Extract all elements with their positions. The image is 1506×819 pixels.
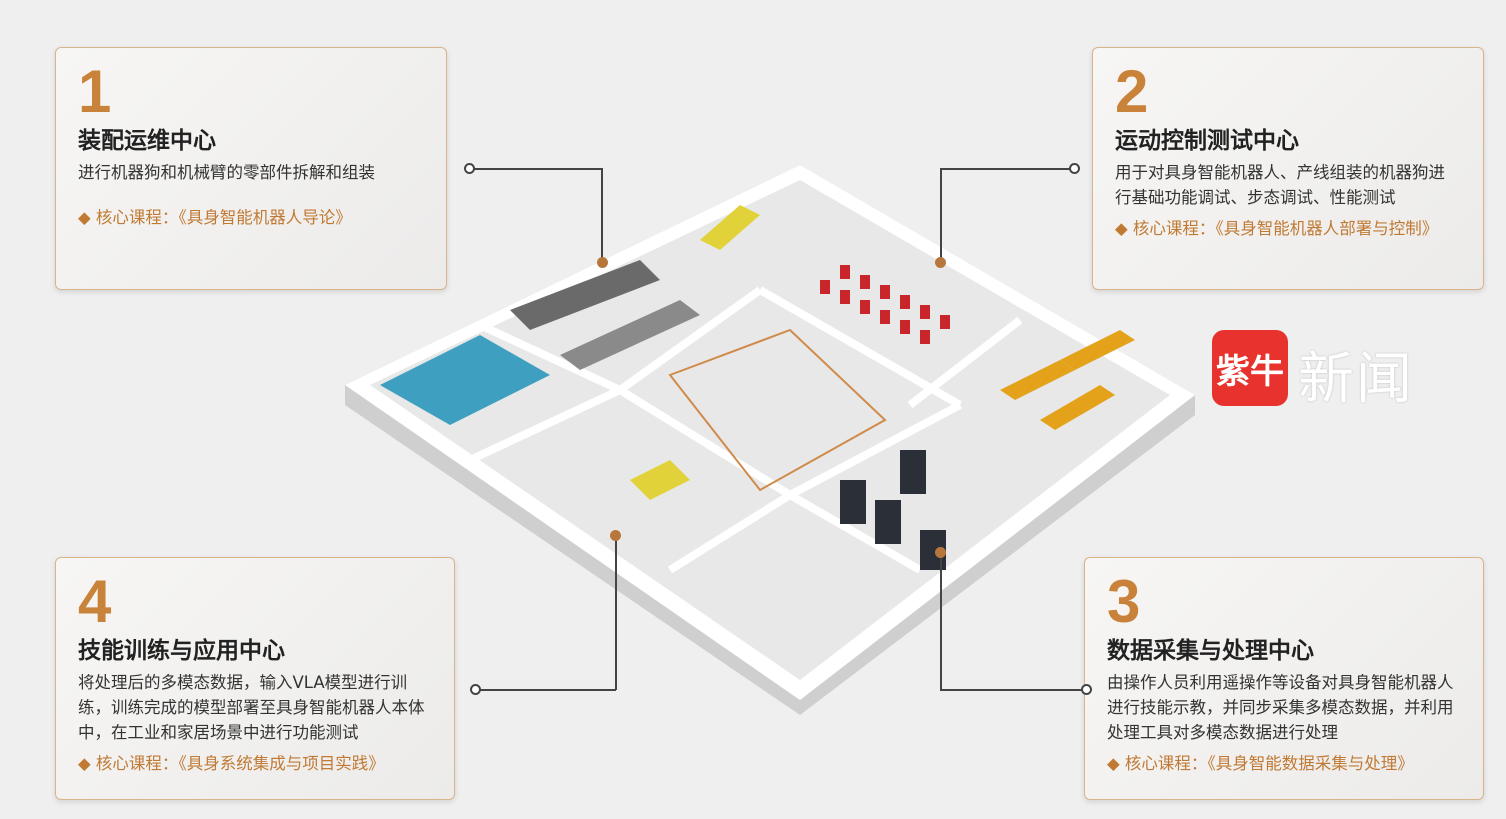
isometric-floor-plan xyxy=(345,165,1195,715)
course-label: ◆ 核心课程： xyxy=(1107,754,1208,773)
course-label: ◆ 核心课程： xyxy=(78,208,179,227)
connector-dot xyxy=(935,257,946,268)
connector-2 xyxy=(940,168,942,262)
card-title: 运动控制测试中心 xyxy=(1115,128,1299,154)
central-test-area xyxy=(668,328,887,492)
card-course: ◆ 核心课程：《具身智能机器人导论》 xyxy=(78,207,424,229)
card-number: 1 xyxy=(78,58,112,125)
platforms xyxy=(630,205,760,500)
course-label: ◆ 核心课程： xyxy=(78,754,179,773)
watermark-text: 新闻 xyxy=(1298,347,1414,412)
connector-dot xyxy=(1081,684,1092,695)
connector-dot xyxy=(1069,163,1080,174)
course-name: 《具身系统集成与项目实践》 xyxy=(178,754,385,773)
meeting-room-floor xyxy=(380,335,550,425)
card-number: 2 xyxy=(1115,58,1149,125)
connector-1 xyxy=(469,168,602,170)
connector-dot xyxy=(935,547,946,558)
red-seats xyxy=(820,265,950,344)
card-number: 4 xyxy=(78,568,112,635)
card-title: 技能训练与应用中心 xyxy=(78,638,285,664)
card-title: 数据采集与处理中心 xyxy=(1107,638,1314,664)
connector-1 xyxy=(601,168,603,262)
card-course: ◆ 核心课程：《具身智能机器人部署与控制》 xyxy=(1115,218,1461,240)
watermark-logo-text: 紫牛 xyxy=(1216,351,1284,392)
connector-dot xyxy=(597,257,608,268)
robot-zone-carpet xyxy=(510,260,660,330)
connector-2 xyxy=(940,168,1075,170)
connector-dot xyxy=(610,530,621,541)
connector-dot xyxy=(470,684,481,695)
course-name: 《具身智能机器人导论》 xyxy=(178,208,352,227)
card-assembly-center: 1 装配运维中心 进行机器狗和机械臂的零部件拆解和组装 ◆ 核心课程：《具身智能… xyxy=(55,47,447,290)
card-title: 装配运维中心 xyxy=(78,128,216,154)
card-description: 由操作人员利用遥操作等设备对具身智能机器人进行技能示教，并同步采集多模态数据，并… xyxy=(1107,673,1454,742)
room-walls xyxy=(468,286,1023,574)
watermark-logo: 紫牛 xyxy=(1212,330,1288,406)
robot-zone-carpet xyxy=(560,300,700,370)
card-description: 将处理后的多模态数据，输入VLA模型进行训练，训练完成的模型部署至具身智能机器人… xyxy=(78,673,425,742)
connector-4 xyxy=(615,535,617,690)
course-name: 《具身智能机器人部署与控制》 xyxy=(1215,219,1439,238)
connector-dot xyxy=(464,163,475,174)
card-course: ◆ 核心课程：《具身系统集成与项目实践》 xyxy=(78,753,432,775)
card-motion-control-center: 2 运动控制测试中心 用于对具身智能机器人、产线组装的机器狗进行基础功能调试、步… xyxy=(1092,47,1484,290)
connector-4 xyxy=(476,689,616,691)
card-data-center: 3 数据采集与处理中心 由操作人员利用遥操作等设备对具身智能机器人进行技能示教，… xyxy=(1084,557,1484,800)
shelves xyxy=(1000,330,1135,430)
card-description: 用于对具身智能机器人、产线组装的机器狗进行基础功能调试、步态调试、性能测试 xyxy=(1115,163,1445,207)
connector-3 xyxy=(940,552,942,690)
card-number: 3 xyxy=(1107,568,1141,635)
course-label: ◆ 核心课程： xyxy=(1115,219,1216,238)
server-racks xyxy=(840,450,946,570)
card-course: ◆ 核心课程：《具身智能数据采集与处理》 xyxy=(1107,753,1461,775)
course-name: 《具身智能数据采集与处理》 xyxy=(1207,754,1414,773)
connector-3 xyxy=(940,689,1087,691)
floor-inner xyxy=(370,180,1170,680)
card-description: 进行机器狗和机械臂的零部件拆解和组装 xyxy=(78,163,375,182)
card-skill-training-center: 4 技能训练与应用中心 将处理后的多模态数据，输入VLA模型进行训练，训练完成的… xyxy=(55,557,455,800)
